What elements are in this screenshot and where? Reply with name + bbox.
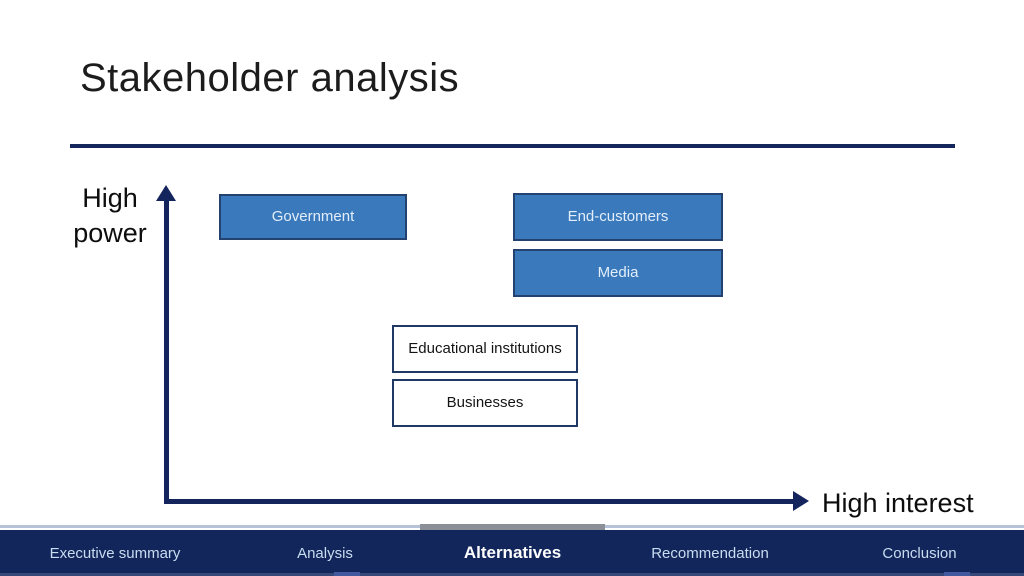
- footer-tab-executive-summary[interactable]: Executive summary: [49, 544, 181, 562]
- stakeholder-box-end-customers: End-customers: [513, 193, 723, 241]
- footer-tab-alternatives[interactable]: Alternatives: [463, 543, 562, 562]
- x-axis-label: High interest: [822, 488, 974, 518]
- x-axis-line: [164, 499, 794, 504]
- y-axis-label: High power: [73, 183, 147, 248]
- stakeholder-box-media: Media: [513, 249, 723, 297]
- page-title: Stakeholder analysis: [80, 56, 460, 100]
- footer-tab-conclusion[interactable]: Conclusion: [882, 544, 957, 562]
- footer-bottom-strip: [0, 573, 1024, 576]
- footer-cell-divider-accent: [334, 572, 360, 576]
- stakeholder-box-label: End-customers: [567, 207, 669, 225]
- stakeholder-box-educational-institutions: Educational institutions: [392, 325, 578, 373]
- stakeholder-box-label: Media: [597, 263, 639, 281]
- y-axis-line: [164, 199, 169, 502]
- agenda-footer-bar: Executive summary Analysis Alternatives …: [0, 530, 1024, 576]
- x-axis-arrowhead-icon: [793, 491, 809, 511]
- stakeholder-box-businesses: Businesses: [392, 379, 578, 427]
- active-tab-indicator: [420, 524, 605, 530]
- stakeholder-box-government: Government: [219, 194, 407, 240]
- footer-tab-analysis[interactable]: Analysis: [297, 544, 353, 562]
- stakeholder-box-label: Educational institutions: [408, 339, 562, 357]
- stakeholder-box-label: Businesses: [446, 393, 524, 411]
- footer-cell-divider-accent: [944, 572, 970, 576]
- title-divider: [70, 144, 955, 148]
- footer-tab-recommendation[interactable]: Recommendation: [651, 544, 769, 562]
- y-axis-arrowhead-icon: [156, 185, 176, 201]
- stakeholder-box-label: Government: [271, 207, 355, 225]
